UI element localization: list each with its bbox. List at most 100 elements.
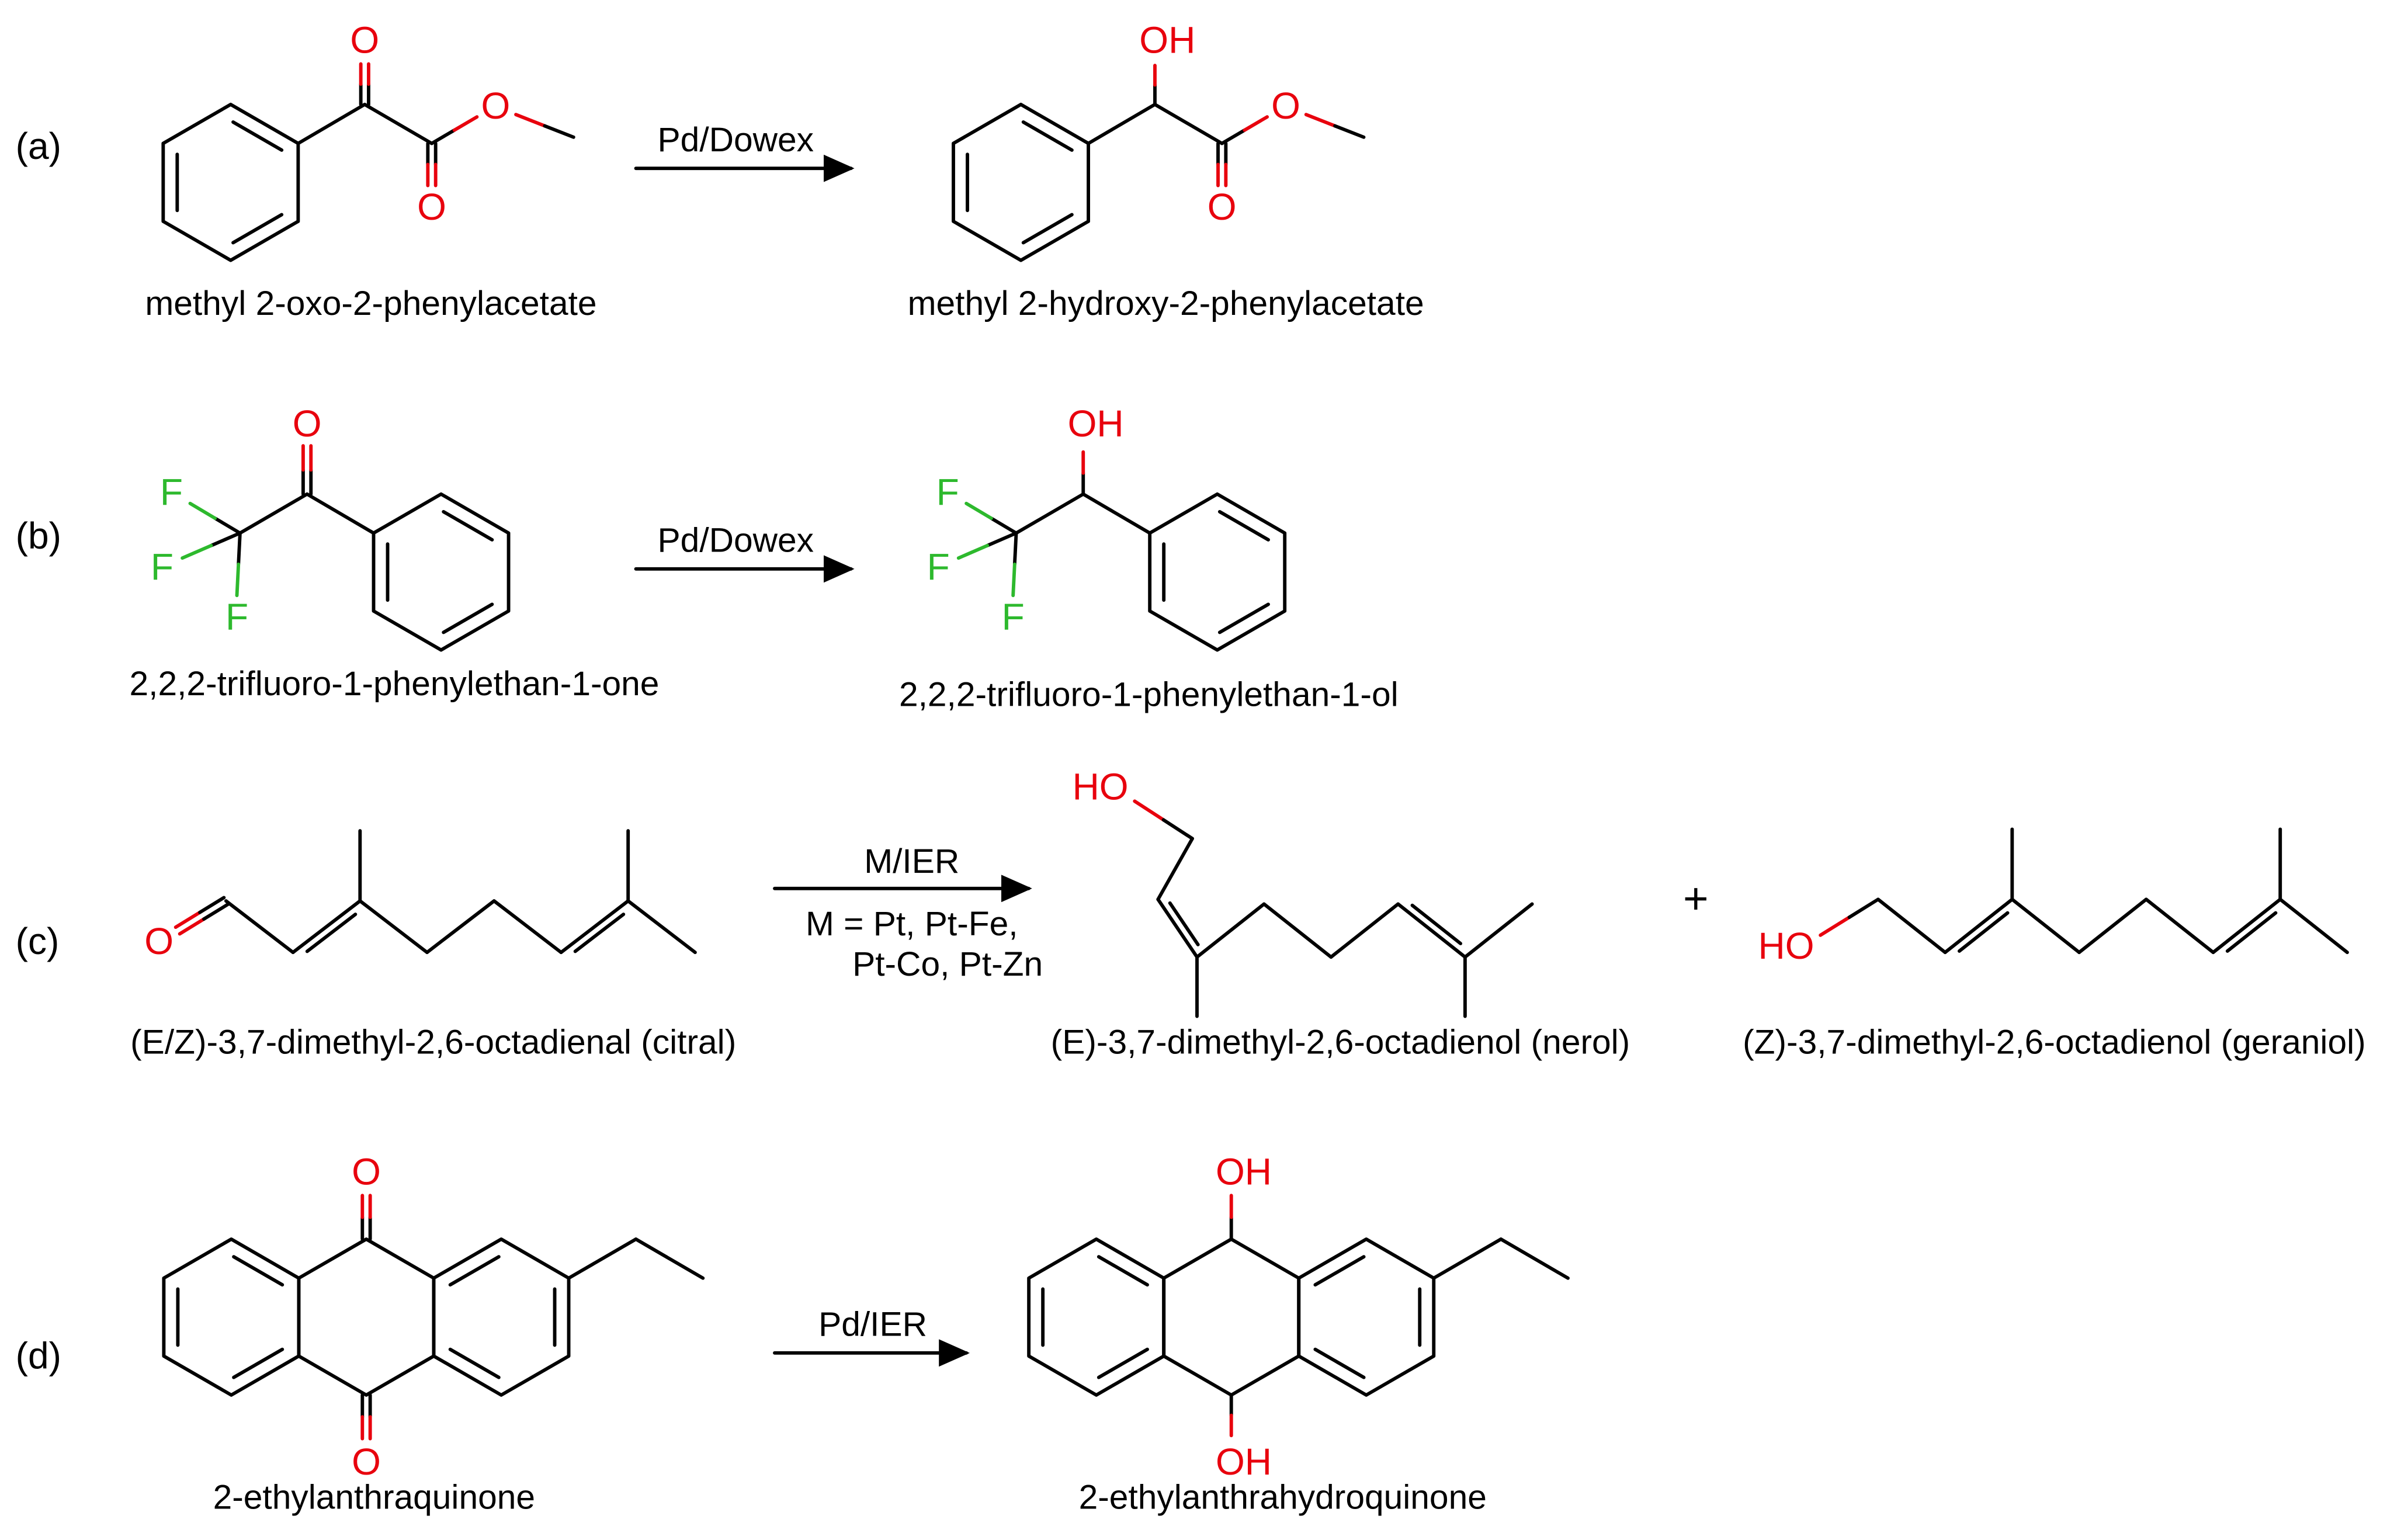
reaction-arrow: M/IER M = Pt, Pt-Fe, Pt-Co, Pt-Zn bbox=[773, 842, 1043, 983]
quinone-ring bbox=[297, 1237, 436, 1397]
keto-carbonyl-double-bond bbox=[359, 62, 370, 106]
bottom-hydroxyl-label: OH bbox=[1216, 1441, 1272, 1483]
reaction-conditions-line3: Pt-Co, Pt-Zn bbox=[852, 945, 1043, 983]
reactant-name: (E/Z)-3,7-dimethyl-2,6-octadienal (citra… bbox=[130, 1024, 736, 1062]
bond bbox=[2144, 897, 2215, 955]
bond bbox=[238, 492, 309, 535]
benzene-ring bbox=[372, 492, 511, 652]
bond bbox=[1087, 102, 1157, 145]
ester-oxygen-label: O bbox=[481, 85, 511, 127]
reaction-arrow: Pd/IER bbox=[773, 1305, 970, 1367]
reaction-conditions-line2: M = Pt, Pt-Fe, bbox=[806, 905, 1018, 943]
structure-trifluoroacetophenone: F F F O 2,2,2-trifluoro-1-phenylethan-1-… bbox=[130, 403, 660, 703]
structure-geraniol: HO (Z)-3,7-dimethyl-2,6-octadienol (gera… bbox=[1743, 827, 2366, 1062]
ethyl-bond bbox=[567, 1237, 638, 1280]
bond bbox=[224, 899, 295, 955]
bottom-carbonyl-double-bond bbox=[360, 1393, 372, 1441]
bond bbox=[296, 102, 367, 145]
methyl-bond bbox=[626, 899, 697, 955]
fluorine-label: F bbox=[936, 471, 959, 513]
c2-c3-double-bond bbox=[1943, 897, 2014, 955]
bond bbox=[358, 899, 429, 955]
reactant-name: 2-ethylanthraquinone bbox=[213, 1479, 535, 1517]
hydroxyl-label: HO bbox=[1758, 925, 1814, 967]
reactant-name: 2,2,2-trifluoro-1-phenylethan-1-one bbox=[130, 665, 660, 703]
c-f-bond bbox=[956, 531, 1018, 560]
bond bbox=[425, 899, 496, 955]
c6-c7-double-bond bbox=[1396, 902, 1467, 959]
top-oxygen-label: O bbox=[352, 1151, 381, 1193]
reaction-arrow: Pd/Dowex bbox=[634, 121, 855, 182]
reaction-conditions-line1: M/IER bbox=[864, 842, 959, 880]
reaction-b-index: (b) bbox=[16, 515, 61, 557]
c2-c3-double-bond bbox=[1156, 897, 1200, 959]
c-f-bond bbox=[181, 531, 242, 560]
bond bbox=[492, 899, 563, 955]
bond bbox=[1081, 492, 1152, 535]
ester-carbonyl-oxygen-label: O bbox=[1208, 186, 1237, 228]
c2-c3-double-bond bbox=[291, 899, 362, 955]
structure-methyl-2-oxo-2-phenylacetate: O O O methyl 2-oxo-2-phenylacetate bbox=[145, 19, 596, 322]
bottom-oxygen-label: O bbox=[352, 1441, 381, 1483]
c-f-bond bbox=[964, 501, 1018, 535]
c-f-bond bbox=[188, 501, 242, 535]
ester-oxygen-label: O bbox=[1271, 85, 1300, 127]
top-hydroxyl-label: OH bbox=[1216, 1151, 1272, 1193]
ester-carbonyl-double-bond bbox=[426, 141, 438, 188]
plus-sign: + bbox=[1683, 873, 1709, 922]
c-f-bond bbox=[235, 531, 242, 598]
product-name: (E)-3,7-dimethyl-2,6-octadienol (nerol) bbox=[1051, 1024, 1630, 1062]
reaction-d: (d) O O 2-ethylanthraquinone Pd/IER OH O… bbox=[16, 1151, 1570, 1517]
reaction-arrow: Pd/Dowex bbox=[634, 521, 855, 583]
reaction-d-index: (d) bbox=[16, 1335, 61, 1377]
reactant-name: methyl 2-oxo-2-phenylacetate bbox=[145, 285, 596, 322]
bond bbox=[363, 102, 433, 145]
bond bbox=[1329, 902, 1400, 959]
bond bbox=[2077, 897, 2148, 955]
aromatic-ring bbox=[1027, 1237, 1166, 1397]
fluorine-label: F bbox=[151, 546, 174, 588]
fluorine-label: F bbox=[1002, 596, 1025, 638]
bond bbox=[1153, 102, 1224, 145]
methyl-bond bbox=[2278, 897, 2349, 955]
aromatic-ring bbox=[162, 1237, 301, 1397]
reaction-conditions: Pd/Dowex bbox=[658, 521, 814, 559]
reaction-b: (b) F F F O 2,2,2-trifluoro-1-phenyletha… bbox=[16, 403, 1399, 714]
product-name: methyl 2-hydroxy-2-phenylacetate bbox=[908, 285, 1424, 322]
reaction-conditions: Pd/IER bbox=[818, 1305, 927, 1343]
hydroxyl-bond bbox=[1133, 799, 1194, 841]
ester-carbonyl-oxygen-label: O bbox=[417, 186, 446, 228]
carbonyl-oxygen-label: O bbox=[293, 403, 322, 445]
reaction-a-index: (a) bbox=[16, 125, 61, 167]
fluorine-label: F bbox=[160, 471, 183, 513]
bond bbox=[2010, 897, 2081, 955]
methyl-bond bbox=[1463, 902, 1534, 959]
ester-oxygen-bond bbox=[430, 115, 479, 145]
aromatic-ring bbox=[432, 1237, 571, 1397]
fluorine-label: F bbox=[927, 546, 950, 588]
benzene-ring bbox=[952, 102, 1090, 262]
structure-trifluorophenylethanol: F F F OH 2,2,2-trifluoro-1-phenylethan-1… bbox=[899, 403, 1399, 714]
benzene-ring bbox=[161, 102, 300, 262]
carbonyl-double-bond bbox=[301, 444, 313, 496]
hydroxyl-label: OH bbox=[1068, 403, 1124, 445]
ethyl-bond bbox=[634, 1237, 705, 1280]
benzene-ring bbox=[1148, 492, 1287, 652]
structure-2-ethylanthraquinone: O O 2-ethylanthraquinone bbox=[162, 1151, 705, 1517]
fluorine-label: F bbox=[225, 596, 248, 638]
central-ring bbox=[1162, 1237, 1301, 1397]
structure-nerol: HO (E)-3,7-dimethyl-2,6-octadienol (nero… bbox=[1051, 766, 1630, 1062]
product-name: 2,2,2-trifluoro-1-phenylethan-1-ol bbox=[899, 676, 1399, 714]
ester-carbonyl-double-bond bbox=[1216, 141, 1228, 188]
aldehyde-double-bond bbox=[174, 896, 230, 936]
product-name: (Z)-3,7-dimethyl-2,6-octadienol (geranio… bbox=[1743, 1024, 2366, 1062]
aromatic-ring bbox=[1297, 1237, 1436, 1397]
c6-c7-double-bond bbox=[559, 899, 630, 955]
hydroxyl-label: HO bbox=[1073, 766, 1129, 808]
top-carbonyl-double-bond bbox=[360, 1194, 372, 1241]
reaction-conditions: Pd/Dowex bbox=[658, 121, 814, 159]
reaction-c: (c) O (E/Z)-3,7-dimethyl-2,6-octadienal … bbox=[16, 766, 2366, 1062]
c-f-bond bbox=[1011, 531, 1018, 598]
